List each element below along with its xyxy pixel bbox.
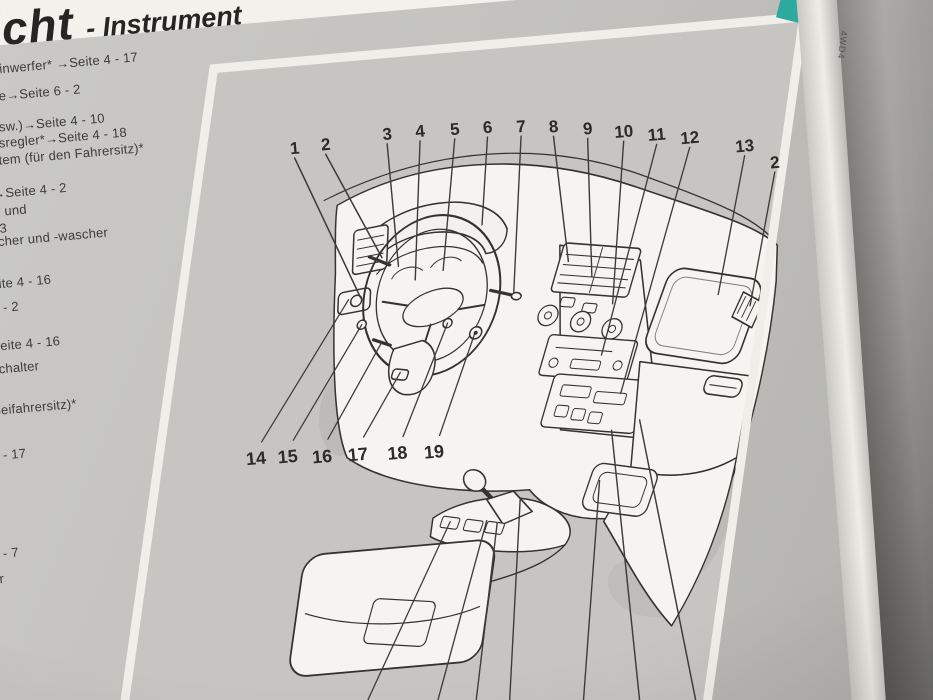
callout-number: 16 <box>311 446 333 468</box>
callout-number: 11 <box>647 125 667 145</box>
callout-leader-lines <box>260 135 776 700</box>
glovebox-handle <box>703 375 743 398</box>
callout-number: 15 <box>277 446 299 468</box>
callout-number: 10 <box>613 121 634 142</box>
radio-unit <box>538 333 639 383</box>
callout-number: 9 <box>582 119 593 139</box>
callout-number: 8 <box>548 117 559 137</box>
armrest-storage-box <box>289 539 496 677</box>
windshield-base-line <box>323 152 776 242</box>
reference-line: r- und <box>0 201 28 220</box>
hood-release-lever <box>390 368 410 381</box>
wiper-stalk <box>489 288 515 297</box>
reference-line: 6 - 2 <box>0 298 20 316</box>
page-title-rest: - Instrument <box>84 0 243 44</box>
wiper-stalk-tip <box>510 291 522 301</box>
callout-number: 13 <box>734 136 755 157</box>
callout-number: 18 <box>387 442 409 464</box>
steering-wheel <box>362 214 502 396</box>
heater-controls <box>540 373 649 435</box>
turn-signal-stalk <box>367 255 392 267</box>
callout-numbers-bottom: 14 15 16 17 18 19 <box>245 441 445 470</box>
console-side-line <box>490 544 566 583</box>
callout-numbers: 1 2 3 4 5 6 7 8 9 10 11 12 13 2 <box>289 117 780 173</box>
reference-line: 4 - 17 <box>0 445 27 463</box>
callout-number: 2 <box>769 153 780 173</box>
callout-number: 2 <box>320 135 331 155</box>
callout-number: 5 <box>449 119 460 139</box>
shift-boot <box>485 490 534 525</box>
gear-shift-knob <box>462 468 487 492</box>
page-title-fragment: icht <box>0 0 76 57</box>
callout-number: 7 <box>516 117 527 137</box>
callout-number: 17 <box>347 444 369 466</box>
gauge-dials <box>391 256 462 280</box>
console-tray <box>581 462 658 517</box>
right-air-vent <box>731 291 764 329</box>
callout-number: 6 <box>482 118 493 138</box>
figure-frame-border <box>109 12 809 700</box>
center-air-vents <box>550 242 642 298</box>
console-switches <box>439 515 505 535</box>
callout-number: 4 <box>415 121 427 141</box>
steering-hub <box>402 287 464 328</box>
instrument-panel-figure: 1 2 3 4 5 6 7 8 9 10 11 12 13 2 14 15 16… <box>109 12 809 700</box>
callout-number: 3 <box>382 124 393 144</box>
callout-number: 1 <box>289 139 300 159</box>
dashboard-drawing <box>289 152 779 677</box>
reference-line: 2 - 7 <box>0 544 20 562</box>
callout-number: 14 <box>245 448 267 470</box>
steering-column <box>387 339 436 396</box>
callout-number: 19 <box>423 441 445 463</box>
callout-number: 12 <box>680 128 701 149</box>
